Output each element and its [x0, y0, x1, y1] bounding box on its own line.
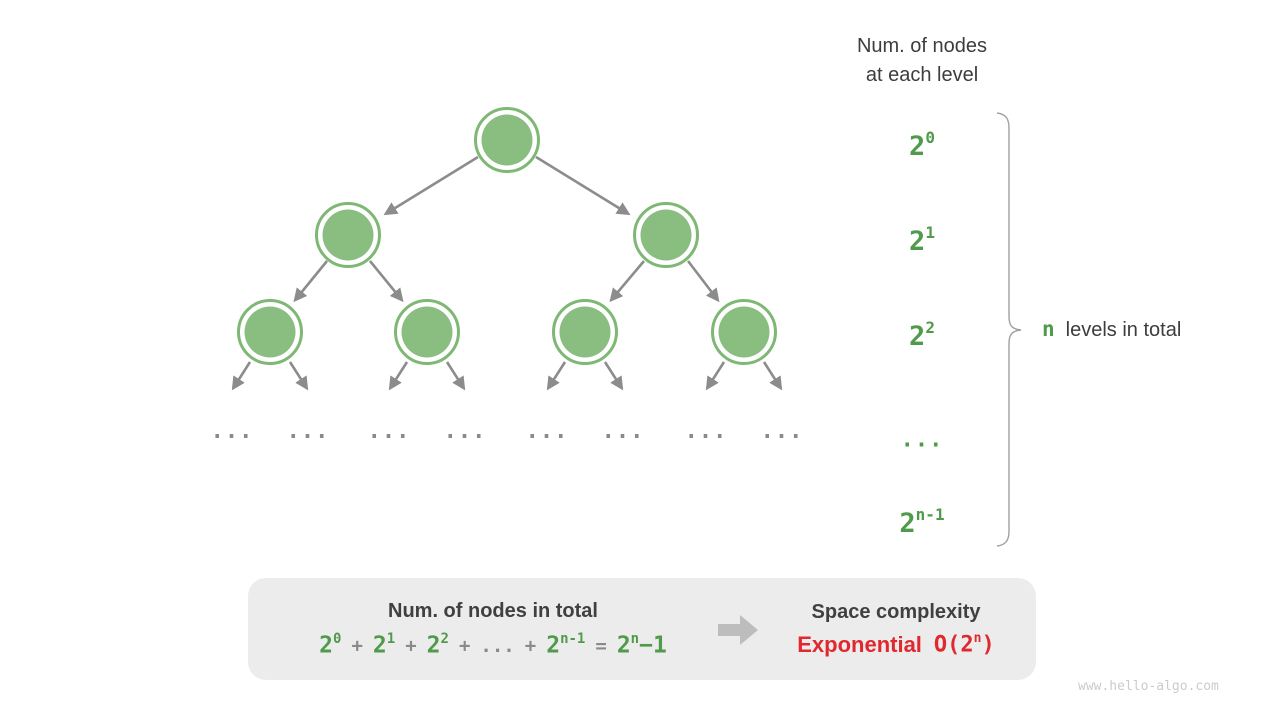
levels-annotation-text: levels in total	[1065, 319, 1182, 341]
tree-node	[394, 299, 460, 365]
tree-edges	[231, 155, 783, 391]
space-complexity-column: Space complexity Exponential O(2n)	[776, 578, 1016, 680]
implies-arrow-icon	[718, 615, 758, 645]
level-count-label-0: 20	[870, 123, 974, 164]
tree-edge	[762, 361, 783, 391]
formula-term: 21	[372, 630, 396, 659]
tree-ellipsis: ...	[210, 419, 254, 444]
tree-ellipsis: ...	[286, 419, 330, 444]
formula-operator: +	[351, 635, 363, 658]
level-count-base: 2	[899, 508, 916, 539]
total-nodes-column: Num. of nodes in total 20 + 21 + 22 + ..…	[268, 578, 718, 680]
level-count-exponent: 0	[925, 128, 935, 147]
tree-edge	[388, 361, 409, 391]
formula-equals: =	[595, 635, 607, 658]
levels-annotation: n levels in total	[1042, 317, 1181, 342]
tree-edge	[603, 361, 624, 391]
tree-edge	[705, 361, 726, 391]
tree-edge	[231, 361, 252, 391]
formula-ellipsis: ...	[480, 635, 515, 658]
level-count-base: 2	[909, 226, 926, 257]
level-count-label-2: 22	[870, 313, 974, 354]
tree-ellipsis: ...	[525, 419, 569, 444]
level-count-exponent: 2	[925, 318, 935, 337]
tree-node	[633, 202, 699, 268]
level-count-base: 2	[909, 131, 926, 162]
watermark: www.hello-algo.com	[1078, 679, 1219, 694]
total-nodes-title: Num. of nodes in total	[388, 599, 598, 622]
summary-box: Num. of nodes in total 20 + 21 + 22 + ..…	[248, 578, 1036, 680]
formula-result: 2n−1	[616, 630, 667, 659]
tree-node-root	[474, 107, 540, 173]
tree-edge	[368, 260, 404, 303]
tree-edge	[535, 155, 631, 216]
tree-edge	[609, 260, 645, 303]
space-complexity-value: Exponential O(2n)	[797, 631, 995, 658]
formula-operator: +	[458, 635, 471, 658]
tree-nodes	[237, 107, 777, 365]
tree-node	[315, 202, 381, 268]
tree-edge	[546, 361, 567, 391]
formula-operator: +	[524, 635, 537, 658]
tree-ellipsis: ...	[684, 419, 728, 444]
brace	[996, 112, 1022, 547]
tree-edge	[288, 361, 309, 391]
tree-edge	[686, 260, 720, 303]
level-count-exponent: 1	[925, 223, 935, 242]
level-count-label-last: 2n-1	[870, 500, 974, 541]
tree-node	[711, 299, 777, 365]
formula-term: 2n-1	[546, 630, 586, 659]
level-count-base: 2	[909, 321, 926, 352]
total-nodes-formula: 20 + 21 + 22 + ... + 2n-1 = 2n−1	[319, 630, 667, 659]
space-complexity-title: Space complexity	[811, 600, 981, 623]
right-panel-header: Num. of nodes at each level	[818, 32, 1026, 90]
tree-ellipsis: ...	[601, 419, 645, 444]
tree-edge	[383, 155, 479, 216]
tree-node	[237, 299, 303, 365]
level-count-label-1: 21	[870, 218, 974, 259]
level-count-exponent: n-1	[915, 505, 945, 524]
level-count-base: ...	[900, 427, 944, 453]
formula-term: 20	[319, 630, 342, 659]
tree-ellipsis: ...	[367, 419, 411, 444]
right-panel-header-line2: at each level	[865, 64, 979, 86]
tree-node	[552, 299, 618, 365]
tree-ellipsis: ...	[760, 419, 804, 444]
tree-edge	[293, 260, 329, 303]
formula-term: 22	[426, 630, 449, 659]
formula-operator: +	[405, 635, 417, 658]
levels-variable: n	[1042, 317, 1055, 341]
complexity-word: Exponential	[797, 631, 922, 657]
right-panel-header-line1: Num. of nodes	[856, 35, 988, 57]
level-count-label-ellipsis: ...	[870, 416, 974, 457]
tree-edge	[445, 361, 466, 391]
tree-ellipsis: ...	[443, 419, 487, 444]
big-o-notation: O(2n)	[933, 631, 995, 658]
